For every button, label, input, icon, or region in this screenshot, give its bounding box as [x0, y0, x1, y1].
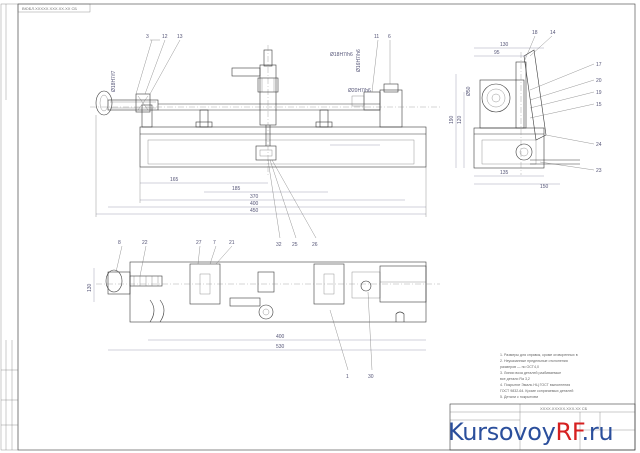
dim-165: 165 — [170, 177, 179, 183]
top-leader-8: 8 — [118, 240, 121, 246]
note-line-3: размеров — по ОСТ4,0 — [500, 365, 539, 369]
leader-11: 11 — [374, 34, 379, 40]
watermark-part-3: .ru — [581, 418, 614, 446]
leader-26: 26 — [312, 242, 318, 248]
side-dim-95: 95 — [494, 50, 500, 56]
note-line-5: все детали Ra 3,2 — [500, 377, 530, 381]
note-line-7: ГОСТ 9832-64. Кроме сопрягаемых деталей — [500, 389, 573, 393]
top-view: 400 530 130 8 22 27 7 21 1 30 — [87, 240, 440, 380]
side-clamp-arm — [523, 49, 547, 141]
top-stamp-box — [17, 3, 91, 13]
note-line-1: 1. Размеры для справок, кроме оговоренны… — [500, 353, 578, 357]
side-dim-130: 130 — [500, 42, 509, 48]
top-dim-530: 530 — [276, 344, 285, 350]
dim-fit-2: Ø20Н7/h6 — [348, 88, 371, 94]
front-base-plate — [139, 126, 427, 168]
top-leader-22: 22 — [142, 240, 148, 246]
top-leader-7: 7 — [213, 240, 216, 246]
right-bracket — [379, 89, 403, 128]
top-handwheel — [105, 269, 123, 293]
watermark-part-1: Kursovoy — [448, 418, 556, 446]
side-leader-23: 23 — [596, 168, 602, 174]
side-leader-14: 14 — [550, 30, 556, 36]
side-leader-20: 20 — [596, 78, 602, 84]
watermark-part-2: RF — [555, 418, 582, 446]
side-roller — [515, 143, 533, 161]
side-leader-17: 17 — [596, 62, 602, 68]
side-dim-150: 150 — [540, 184, 549, 190]
dim-400: 400 — [250, 201, 259, 207]
side-view: 130 95 190 120 Ø50 135 150 18 14 17 20 1… — [449, 30, 602, 190]
top-clamp-knob — [258, 304, 274, 320]
leader-6: 6 — [388, 34, 391, 40]
front-view: 165 185 370 400 450 Ø18H7/f7 Ø20Н7/h6 Ø1… — [90, 34, 440, 248]
title-block-code: ХХХХ.ХХХХХ.ХХХ.ХХ СБ — [540, 406, 588, 411]
note-line-4: 3. Линии воза деталей разбиваемые — [500, 371, 561, 375]
site-watermark-logo: KursovoyRF.ru — [448, 418, 638, 450]
top-leader-27: 27 — [196, 240, 202, 246]
top-leader-1: 1 — [346, 374, 349, 380]
dim-fit-1: Ø18H7/f7 — [111, 70, 117, 92]
top-slide-left — [189, 263, 221, 305]
side-handwheel — [481, 83, 511, 113]
dim-450: 450 — [250, 208, 259, 214]
leader-13: 13 — [177, 34, 183, 40]
dim-fit-3: Ø16H7/h6 — [356, 49, 362, 72]
top-base-plate — [129, 261, 427, 323]
left-margin-strip — [0, 3, 19, 451]
side-leader-18: 18 — [532, 30, 538, 36]
title-block: ХХХХ.ХХХХХ.ХХХ.ХХ СБ — [449, 403, 636, 451]
left-bracket — [141, 104, 153, 128]
top-stamp-text: ВЮБЛ.ХХХХХ.ХХХ.ХХ.ХХ СБ — [22, 6, 77, 11]
top-dim-130: 130 — [87, 283, 93, 292]
dim-370: 370 — [250, 194, 259, 200]
note-line-8: 5. Детали с покрытием — [500, 395, 539, 399]
side-leader-15: 15 — [596, 102, 602, 108]
dim-185: 185 — [232, 186, 241, 192]
leader-12: 12 — [162, 34, 168, 40]
side-leader-24: 24 — [596, 142, 602, 148]
leader-25: 25 — [292, 242, 298, 248]
note-line-6: 4. Покрытие Эмаль НЦ ГОСТ выполнения — [500, 383, 570, 387]
side-dim-120: 120 — [457, 115, 463, 124]
side-dim-190: 190 — [449, 115, 455, 124]
dim-fit-4: Ø18Н7/h6 — [330, 52, 353, 58]
leader-3: 3 — [146, 34, 149, 40]
top-leader-30: 30 — [368, 374, 374, 380]
clamp-block — [255, 145, 277, 161]
leader-32: 32 — [276, 242, 282, 248]
technical-notes: 1. Размеры для справок, кроме оговоренны… — [500, 353, 578, 399]
note-line-2: 2. Неуказанные предельные отклонения — [500, 359, 568, 363]
side-dim-135: 135 — [500, 170, 509, 176]
top-dim-400: 400 — [276, 334, 285, 340]
side-dim-d50: Ø50 — [466, 86, 472, 96]
front-handwheel — [95, 90, 113, 116]
top-leader-21: 21 — [229, 240, 235, 246]
side-leader-19: 19 — [596, 90, 602, 96]
